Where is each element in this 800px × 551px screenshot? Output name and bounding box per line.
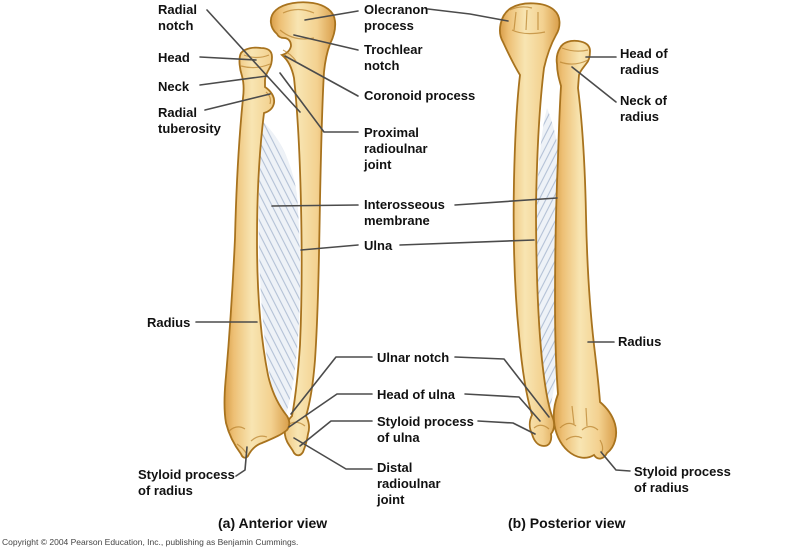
posterior-view-group [499,2,618,460]
label-neck-of-radius: Neck of radius [620,93,667,124]
label-radius-right: Radius [618,334,662,349]
anterior-membrane-fibers [258,120,300,423]
leader-olecranon-left [304,10,359,21]
label-proximal-radioulnar-joint: Proximal radioulnar joint [364,125,428,172]
anterior-ulna-bone [269,1,337,457]
leader-interosseous-left [271,204,359,207]
leader-olecranon-right [427,8,509,22]
anterior-view-group [223,1,337,459]
leader-ulnar-notch-right [454,356,550,418]
label-head-of-radius: Head of radius [620,46,668,77]
leader-coronoid-process [284,55,359,97]
leader-trochlear-notch [293,34,359,51]
leader-styloid-radius-left [235,446,248,477]
leader-proximal-radioulnar-joint [279,72,359,133]
label-trochlear-notch: Trochlear notch [364,42,423,73]
label-styloid-ulna: Styloid process of ulna [377,414,474,445]
leader-head-of-ulna-right [464,393,541,422]
leader-styloid-ulna-right [477,420,536,435]
leader-neck-of-radius [571,66,617,103]
caption-anterior-view: (a) Anterior view [218,515,328,531]
posterior-radius-bone [552,39,618,460]
label-ulnar-notch: Ulnar notch [377,350,450,365]
leader-ulna-right [399,239,535,246]
posterior-bone-detail-lines [509,6,604,453]
copyright-text: Copyright © 2004 Pearson Education, Inc.… [2,537,299,547]
leader-neck [199,75,268,86]
label-head: Head [158,50,190,65]
label-ulna: Ulna [364,238,393,253]
leader-ulnar-notch-left [290,356,373,415]
leader-ulna-left [300,244,359,251]
leader-interosseous-right [454,197,558,206]
leader-distal-radioulnar-joint [293,437,373,470]
leader-radial-tuberosity [204,93,271,111]
label-radius-left: Radius [147,315,191,330]
leader-head [199,56,257,61]
leader-radial-notch [206,9,301,113]
caption-posterior-view: (b) Posterior view [508,515,626,531]
leader-styloid-radius-right [600,451,631,472]
label-head-of-ulna: Head of ulna [377,387,456,402]
leader-lines [195,8,631,477]
leader-styloid-ulna-left [299,420,373,447]
anterior-radius-bone [223,46,291,459]
label-distal-radioulnar-joint: Distal radioulnar joint [377,460,441,507]
label-styloid-radius-right: Styloid process of radius [634,464,731,495]
label-radial-tuberosity: Radial tuberosity [158,105,221,136]
label-neck: Neck [158,79,190,94]
label-styloid-radius-left: Styloid process of radius [138,467,235,498]
label-olecranon-process: Olecranon process [364,2,429,33]
label-interosseous-membrane: Interosseous membrane [364,197,445,228]
label-radial-notch: Radial notch [158,2,198,33]
leader-head-of-ulna-left [288,393,373,428]
label-coronoid-process: Coronoid process [364,88,476,103]
